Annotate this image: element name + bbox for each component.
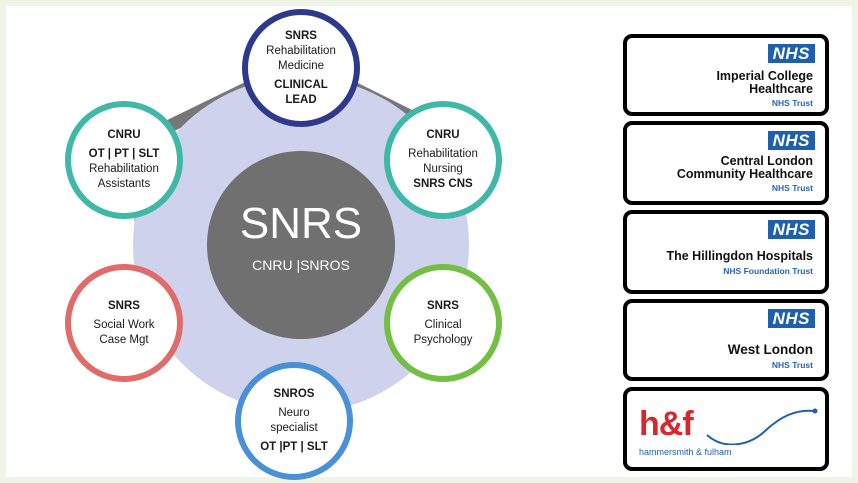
node-text-line: specialist: [270, 422, 318, 434]
hf-caption: hammersmith & fulham: [639, 447, 732, 457]
node-text-line: Assistants: [97, 178, 151, 190]
center-circle: [207, 151, 395, 339]
node-text-line: CNRU: [426, 129, 460, 141]
trust-name: The Hillingdon Hospitals: [666, 250, 813, 263]
node-text-line: Case Mgt: [99, 333, 149, 346]
node-text-line: Rehabilitation: [408, 148, 478, 160]
node-text-line: OT |PT | SLT: [260, 441, 328, 453]
node-circle-upper-left: [65, 101, 183, 219]
trust-name-line: Imperial College: [716, 69, 813, 83]
node-label-bottom: SNROS Neuro specialist OT |PT | SLT: [239, 387, 349, 455]
nhs-logo-icon: NHS: [767, 44, 815, 63]
trust-name-line: Community Healthcare: [676, 167, 813, 181]
node-text-line: SNRS CNS: [413, 178, 473, 190]
hf-logo: h&f hammersmith & fulham: [635, 401, 825, 457]
trust-subtitle: NHS Trust: [771, 360, 813, 370]
trust-subtitle: NHS Trust: [771, 98, 813, 108]
trust-west-london: NHS West London NHS Trust: [623, 299, 829, 381]
trust-central-london: NHS Central London Community Healthcare …: [623, 121, 829, 205]
node-text-line: Rehabilitation: [266, 44, 336, 57]
node-text-line: SNRS: [285, 29, 317, 42]
trust-name: Central London Community Healthcare: [677, 155, 813, 181]
node-text-line: SNRS: [108, 299, 140, 312]
node-circle-bottom: [235, 362, 353, 480]
node-text-line: OT | PT | SLT: [88, 148, 160, 160]
center-subtitle: CNRU |SNROS: [252, 257, 350, 273]
nhs-logo-icon: NHS: [767, 309, 815, 328]
trust-name: Imperial College Healthcare: [716, 70, 813, 96]
hf-logo-mark: h&f: [639, 405, 694, 443]
trust-imperial: NHS Imperial College Healthcare NHS Trus…: [623, 34, 829, 116]
node-text-line: Clinical: [424, 318, 462, 331]
nhs-logo-icon: NHS: [767, 131, 815, 150]
node-text-line: Psychology: [413, 333, 473, 346]
nhs-logo-icon: NHS: [767, 220, 815, 239]
trust-name-line: West London: [727, 342, 813, 357]
center-label: SNRS CNRU |SNROS: [221, 200, 381, 274]
trust-subtitle: NHS Foundation Trust: [723, 266, 813, 276]
node-circle-top: [242, 9, 360, 127]
node-text-line: Medicine: [277, 59, 325, 72]
node-circle-lower-right: [384, 264, 502, 382]
trust-subtitle: NHS Trust: [771, 183, 813, 193]
trust-name-line: The Hillingdon Hospitals: [666, 249, 813, 263]
node-text-line: Nursing: [423, 163, 463, 175]
node-text-line: CLINICAL: [274, 78, 328, 91]
node-text-line: Social Work: [93, 318, 155, 331]
swoosh-icon: [706, 408, 818, 445]
center-title: SNRS: [239, 199, 363, 248]
node-text-line: LEAD: [285, 93, 317, 106]
node-text-line: SNROS: [273, 388, 315, 400]
node-text-line: Neuro: [278, 407, 310, 419]
council-hammersmith-fulham: h&f hammersmith & fulham: [623, 387, 829, 471]
node-circle-lower-left: [65, 264, 183, 382]
trust-name: West London: [727, 342, 813, 357]
node-text-line: Rehabilitation: [89, 163, 159, 175]
trust-hillingdon: NHS The Hillingdon Hospitals NHS Foundat…: [623, 210, 829, 294]
node-circle-upper-right: [384, 101, 502, 219]
node-text-line: SNRS: [427, 299, 459, 312]
team-diagram: [65, 9, 502, 480]
trust-name-line: Central London: [720, 154, 813, 168]
node-text-line: CNRU: [107, 129, 141, 141]
trust-name-line: Healthcare: [749, 82, 813, 96]
